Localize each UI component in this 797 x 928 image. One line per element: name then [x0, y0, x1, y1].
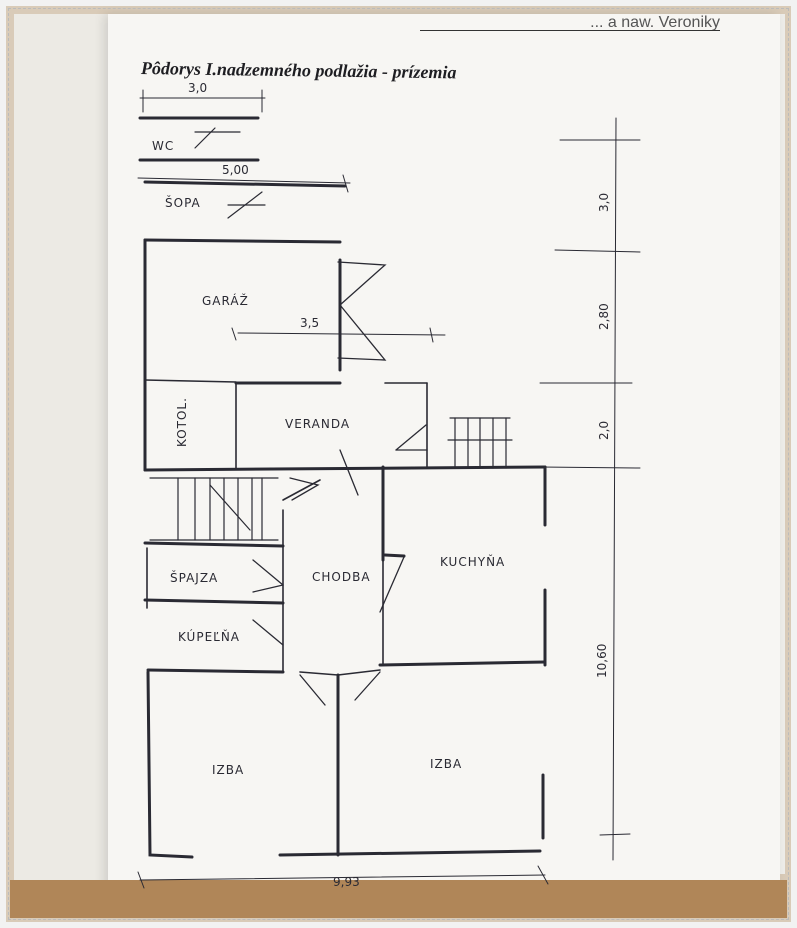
dimension-top-width: 3,0	[188, 81, 207, 95]
room-kuchyna: KUCHYŇA	[440, 554, 505, 569]
room-spajza: ŠPAJZA	[170, 570, 218, 585]
dimension-right-2: 2,80	[597, 303, 611, 330]
dimension-right-1: 3,0	[597, 193, 611, 212]
header-fragment: ... a naw. Veroniky	[420, 14, 720, 31]
dimension-sopa-width: 5,00	[222, 163, 249, 177]
room-sopa: ŠOPA	[165, 195, 201, 210]
room-garaz: GARÁŽ	[202, 293, 249, 308]
dimension-garaz-width: 3,5	[300, 316, 319, 330]
room-izba-right: IZBA	[430, 757, 462, 771]
wooden-table	[10, 880, 787, 918]
dimension-bottom-width: 9,93	[333, 875, 360, 889]
background-page	[14, 14, 124, 884]
dimension-right-4: 10,60	[595, 644, 609, 678]
room-izba-left: IZBA	[212, 763, 244, 777]
room-wc: WC	[152, 139, 174, 153]
room-kupelna: KÚPEĽŇA	[178, 629, 240, 644]
room-veranda: VERANDA	[285, 417, 350, 431]
dimension-right-3: 2,0	[597, 421, 611, 440]
room-kotolna: KOTOL.	[175, 397, 189, 447]
room-chodba: CHODBA	[312, 570, 371, 584]
